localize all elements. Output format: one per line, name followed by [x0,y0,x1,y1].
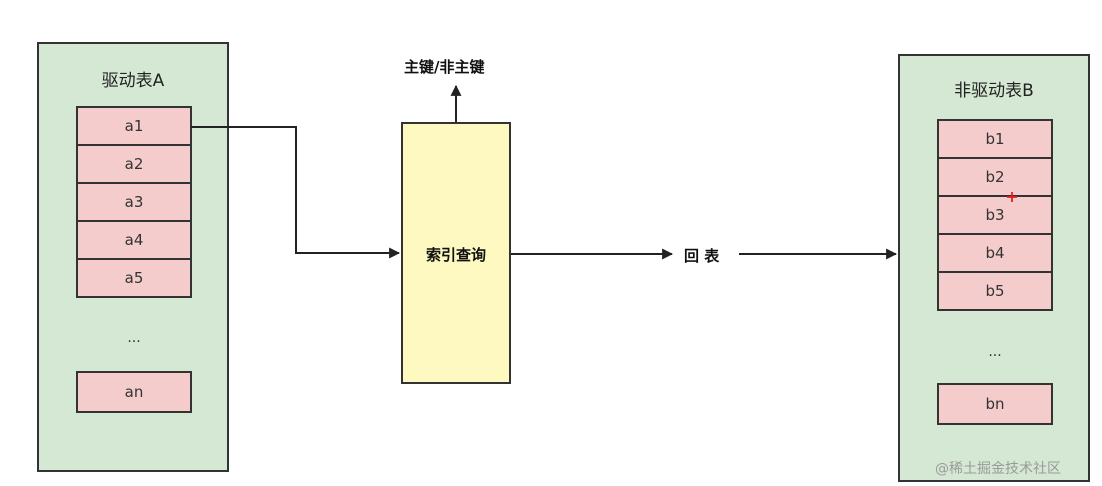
non-driving-table-b: 非驱动表B b1 b2 b3 b4 b5 ... bn [898,54,1090,482]
index-query-box [401,122,511,384]
table-row-last: bn [937,383,1053,425]
driving-table-a: 驱动表A a1 a2 a3 a4 a5 ... an [37,42,229,472]
driving-table-title: 驱动表A [101,71,165,91]
table-row: a3 [76,182,192,222]
back-to-table-label: 回 表 [684,247,720,265]
watermark: @稀土掘金技术社区 [935,461,1061,477]
non-driving-table-title: 非驱动表B [954,81,1034,101]
table-row-last: an [76,371,192,413]
non-driving-table-rows: b1 b2 b3 b4 b5 [937,119,1053,311]
table-row: b1 [937,119,1053,159]
table-row: b4 [937,233,1053,273]
table-row: a4 [76,220,192,260]
table-row: b5 [937,271,1053,311]
table-row: a2 [76,144,192,184]
table-row: b2 [937,157,1053,197]
table-row: b3 [937,195,1053,235]
index-query-label: 索引查询 [425,246,486,264]
table-row: a1 [76,106,192,146]
rows-ellipsis: ... [127,330,141,346]
table-row: a5 [76,258,192,298]
rows-ellipsis: ... [988,344,1002,360]
key-label: 主键/非主键 [404,58,485,76]
driving-table-rows: a1 a2 a3 a4 a5 [76,106,192,298]
